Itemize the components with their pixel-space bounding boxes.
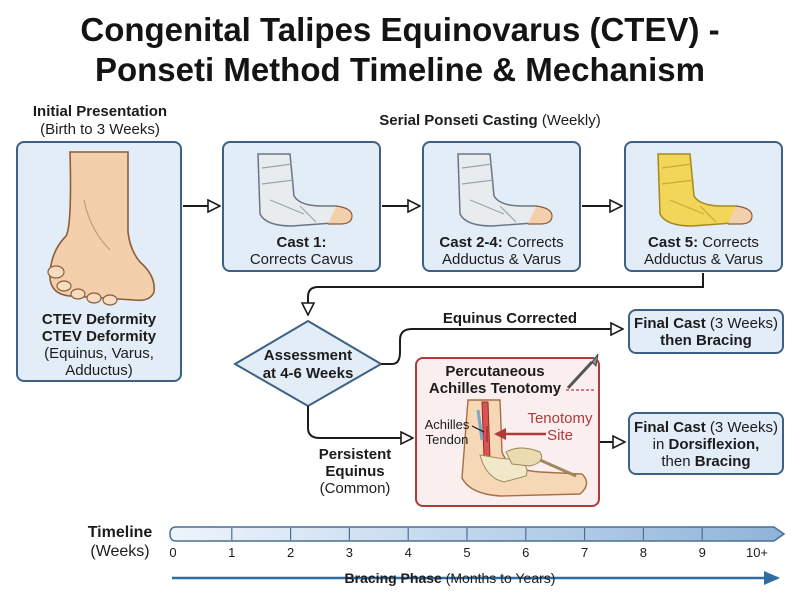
cast-5-name: Cast 5: — [648, 234, 699, 251]
timeline-tick-label: 5 — [463, 545, 471, 560]
scalpel-icon — [566, 353, 599, 390]
ankle-anatomy-icon — [461, 399, 588, 497]
casting-heading-bold: Serial Ponseti Casting — [379, 112, 538, 129]
final-cast-line-1: Final Cast (3 Weeks) — [628, 315, 784, 332]
final-dorsi-bold: Final Cast — [634, 419, 706, 436]
bracing-phase-rest: (Months to Years) — [445, 570, 556, 586]
cast-2-4-effect-b: Adductus & Varus — [442, 251, 561, 268]
achilles-tendon-label-2: Tendon — [425, 432, 469, 447]
equinus-corrected-label: Equinus Corrected — [442, 310, 578, 327]
timeline-tick-label: 6 — [522, 545, 530, 560]
persistent-line-2: Equinus — [325, 463, 385, 480]
bracing-phase-label: Bracing Phase (Months to Years) — [300, 570, 600, 587]
final-dorsi-then: then — [661, 453, 691, 470]
initial-subheading: (Birth to 3 Weeks) — [40, 121, 160, 138]
timeline-tick-label: 4 — [404, 545, 412, 560]
timeline-units: (Weeks) — [90, 543, 150, 560]
assessment-line-1: Assessment — [263, 347, 353, 364]
cast-1-name: Cast 1: — [276, 234, 327, 251]
casting-heading: Serial Ponseti Casting (Weekly) — [330, 112, 650, 129]
deformity-line-2: CTEV Deformity — [41, 328, 157, 345]
final-dorsi-bracing: Bracing — [694, 453, 751, 470]
cast-1-foot-icon — [257, 153, 353, 227]
final-dorsi-line-3: then Bracing — [628, 453, 784, 470]
initial-heading: Initial Presentation — [32, 103, 168, 120]
timeline-label: Timeline — [87, 524, 153, 541]
bracing-phase-bold: Bracing Phase — [344, 570, 442, 586]
timeline-tick-label: 10+ — [745, 545, 769, 560]
arrow-persistent-equinus — [307, 406, 412, 438]
cast-5-foot-icon — [657, 153, 753, 227]
arrow-equinus-corrected — [381, 329, 622, 365]
timeline-tick-label: 7 — [580, 545, 589, 560]
tenotomy-site-label-1: Tenotomy — [527, 410, 593, 427]
cast-2-4-line-1: Cast 2-4: Corrects — [422, 234, 581, 251]
foot-icon — [47, 151, 156, 306]
final-cast-bold: Final Cast — [634, 315, 706, 332]
timeline-tick-label: 9 — [698, 545, 706, 560]
persistent-line-1: Persistent — [318, 446, 392, 463]
casting-heading-rest: (Weekly) — [541, 112, 601, 129]
page-title-line-2: Ponseti Method Timeline & Mechanism — [94, 51, 705, 88]
persistent-line-3: (Common) — [319, 480, 391, 497]
cast-1-effect: Corrects Cavus — [249, 251, 354, 268]
assessment-line-2: at 4-6 Weeks — [262, 365, 354, 382]
tenotomy-title-line-1: Percutaneous — [445, 363, 545, 380]
final-dorsi-line-2: in Dorsiflexion, — [628, 436, 784, 453]
cast-5-effect-a: Corrects — [702, 234, 759, 251]
cast-2-4-name: Cast 2-4: — [439, 234, 503, 251]
final-dorsi-in: in — [652, 436, 665, 453]
final-cast-box — [628, 309, 784, 354]
cast-5-line-1: Cast 5: Corrects — [624, 234, 783, 251]
page-title-line-1: Congenital Talipes Equinovarus (CTEV) - — [80, 11, 720, 48]
final-cast-rest: (3 Weeks) — [709, 315, 778, 332]
arrow-cast5-to-assessment — [308, 273, 704, 314]
timeline-tick-label: 1 — [228, 545, 236, 560]
cast-5-effect-b: Adductus & Varus — [644, 251, 763, 268]
timeline-tick-label: 8 — [639, 545, 647, 560]
timeline-tick-label: 0 — [169, 545, 177, 560]
deformity-line-1: CTEV Deformity — [41, 311, 157, 328]
deformity-detail-line-1: (Equinus, Varus, — [44, 345, 154, 362]
achilles-tendon-pointer — [471, 425, 485, 433]
timeline-tick-label: 2 — [286, 545, 295, 560]
deformity-detail-line-2: Adductus) — [65, 362, 133, 379]
timeline-tick-label: 3 — [345, 545, 353, 560]
final-cast-line-2: then Bracing — [660, 332, 752, 349]
final-dorsi-line-1: Final Cast (3 Weeks) — [628, 419, 784, 436]
final-dorsi-dorsiflexion: Dorsiflexion, — [668, 436, 760, 453]
final-dorsi-rest: (3 Weeks) — [709, 419, 778, 436]
achilles-tendon-label-1: Achilles — [424, 417, 470, 432]
timeline-tick-lines — [231, 528, 703, 540]
final-cast-dorsiflexion-box — [628, 412, 784, 475]
timeline-bar — [169, 526, 786, 542]
cast-2-4-effect-a: Corrects — [506, 234, 564, 251]
tenotomy-title-line-2: Achilles Tenotomy — [428, 380, 562, 397]
cast-2-4-foot-icon — [457, 153, 553, 227]
tenotomy-site-label-2: Site — [547, 427, 573, 444]
